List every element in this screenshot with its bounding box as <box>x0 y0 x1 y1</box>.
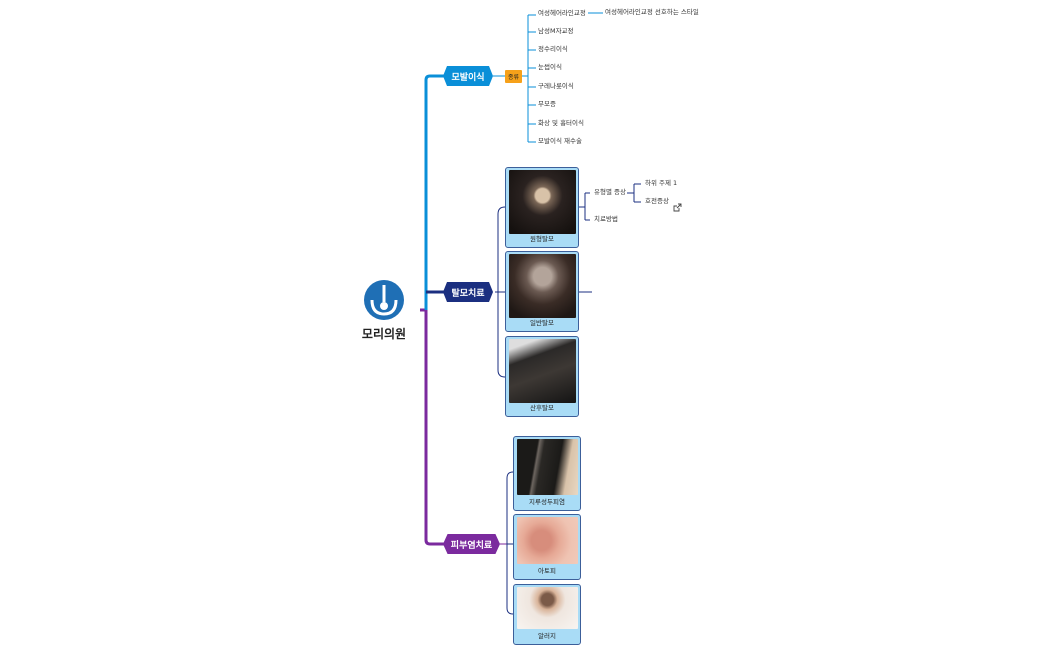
card-postpartum-hairloss[interactable]: 산후탈모 <box>505 336 579 417</box>
card-general-hairloss[interactable]: 일반탈모 <box>505 251 579 332</box>
branch-transplant[interactable]: 모발이식 <box>443 66 493 86</box>
card-label: 알러지 <box>538 632 556 640</box>
card-label: 원형탈모 <box>530 235 554 243</box>
allergy-photo <box>517 587 578 629</box>
sub-improvement[interactable]: 호전증상 <box>645 197 669 205</box>
card-seborrheic-dermatitis[interactable]: 지루성두피염 <box>513 436 581 511</box>
sub-treatment-methods[interactable]: 치료방법 <box>594 215 618 223</box>
card-alopecia-areata[interactable]: 원형탈모 <box>505 167 579 248</box>
transplant-item-2[interactable]: 남성M자교정 <box>538 27 574 35</box>
transplant-item-7[interactable]: 화상 및 흉터이식 <box>538 119 584 127</box>
transplant-item-8[interactable]: 모발이식 재수술 <box>538 137 582 145</box>
hair-follicle-logo-icon <box>364 280 404 320</box>
card-label: 일반탈모 <box>530 319 554 327</box>
sub-symptoms-by-type[interactable]: 유형별 증상 <box>594 188 626 196</box>
card-label: 아토피 <box>538 567 556 575</box>
type-tag[interactable]: 종류 <box>505 70 522 83</box>
card-atopy[interactable]: 아토피 <box>513 514 581 580</box>
transplant-item-1[interactable]: 여성헤어라인교정 <box>538 9 586 17</box>
atopy-photo <box>517 517 578 564</box>
card-label: 산후탈모 <box>530 404 554 412</box>
seborrheic-dermatitis-photo <box>517 439 578 495</box>
transplant-item-5[interactable]: 구레나룻이식 <box>538 82 574 90</box>
postpartum-hairloss-photo <box>509 339 576 403</box>
sub-subtopic-1[interactable]: 하위 주제 1 <box>645 179 678 187</box>
transplant-item-6[interactable]: 무모증 <box>538 100 556 108</box>
general-hairloss-photo <box>509 254 576 318</box>
transplant-sub-style[interactable]: 여성헤어라인교정 선호하는 스타일 <box>605 8 699 16</box>
card-allergy[interactable]: 알러지 <box>513 584 581 645</box>
external-link-icon[interactable] <box>673 197 682 212</box>
root-label: 모리의원 <box>361 327 407 341</box>
branch-dermatitis[interactable]: 피부염치료 <box>443 534 500 554</box>
card-label: 지루성두피염 <box>529 498 565 506</box>
transplant-item-4[interactable]: 눈썹이식 <box>538 63 562 71</box>
branch-hairloss[interactable]: 탈모치료 <box>443 282 493 302</box>
alopecia-areata-photo <box>509 170 576 234</box>
transplant-item-3[interactable]: 정수리이식 <box>538 45 568 53</box>
